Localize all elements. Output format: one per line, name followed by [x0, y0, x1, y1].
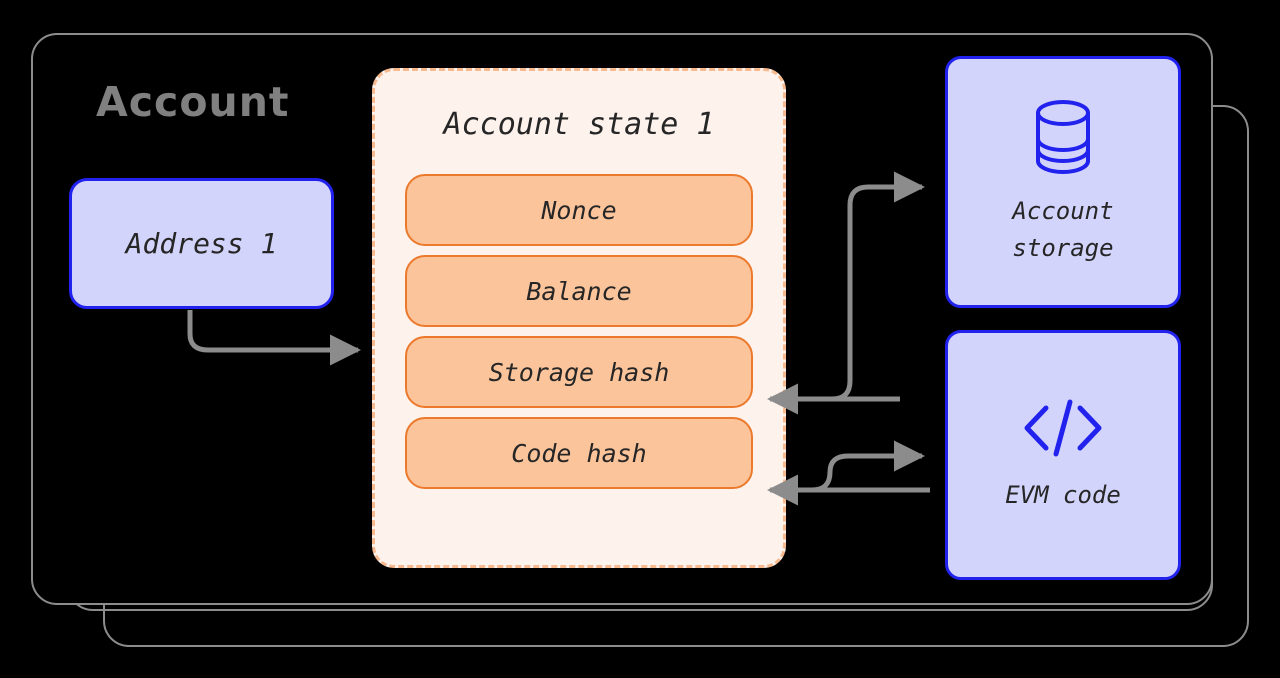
- node-account-state-1[interactable]: Account state 1 Nonce Balance Storage ha…: [372, 68, 786, 568]
- field-storage-hash-label: Storage hash: [488, 357, 670, 387]
- database-icon: [1030, 97, 1096, 181]
- field-code-hash-label: Code hash: [511, 438, 647, 468]
- account-state-title: Account state 1: [443, 107, 715, 142]
- field-storage-hash[interactable]: Storage hash: [405, 336, 753, 408]
- address-label: Address 1: [125, 227, 278, 260]
- account-storage-label: Account storage: [1012, 196, 1114, 262]
- field-code-hash[interactable]: Code hash: [405, 417, 753, 489]
- field-nonce-label: Nonce: [541, 195, 617, 225]
- field-balance-label: Balance: [526, 276, 632, 306]
- code-brackets-icon: [1020, 395, 1106, 465]
- page-title: Account: [96, 78, 290, 126]
- node-address-1[interactable]: Address 1: [69, 178, 334, 309]
- field-nonce[interactable]: Nonce: [405, 174, 753, 246]
- evm-code-label: EVM code: [1005, 481, 1121, 510]
- node-evm-code[interactable]: EVM code: [945, 330, 1181, 580]
- account-state-field-list: Nonce Balance Storage hash Code hash: [405, 174, 753, 489]
- field-balance[interactable]: Balance: [405, 255, 753, 327]
- node-account-storage[interactable]: Account storage: [945, 56, 1181, 308]
